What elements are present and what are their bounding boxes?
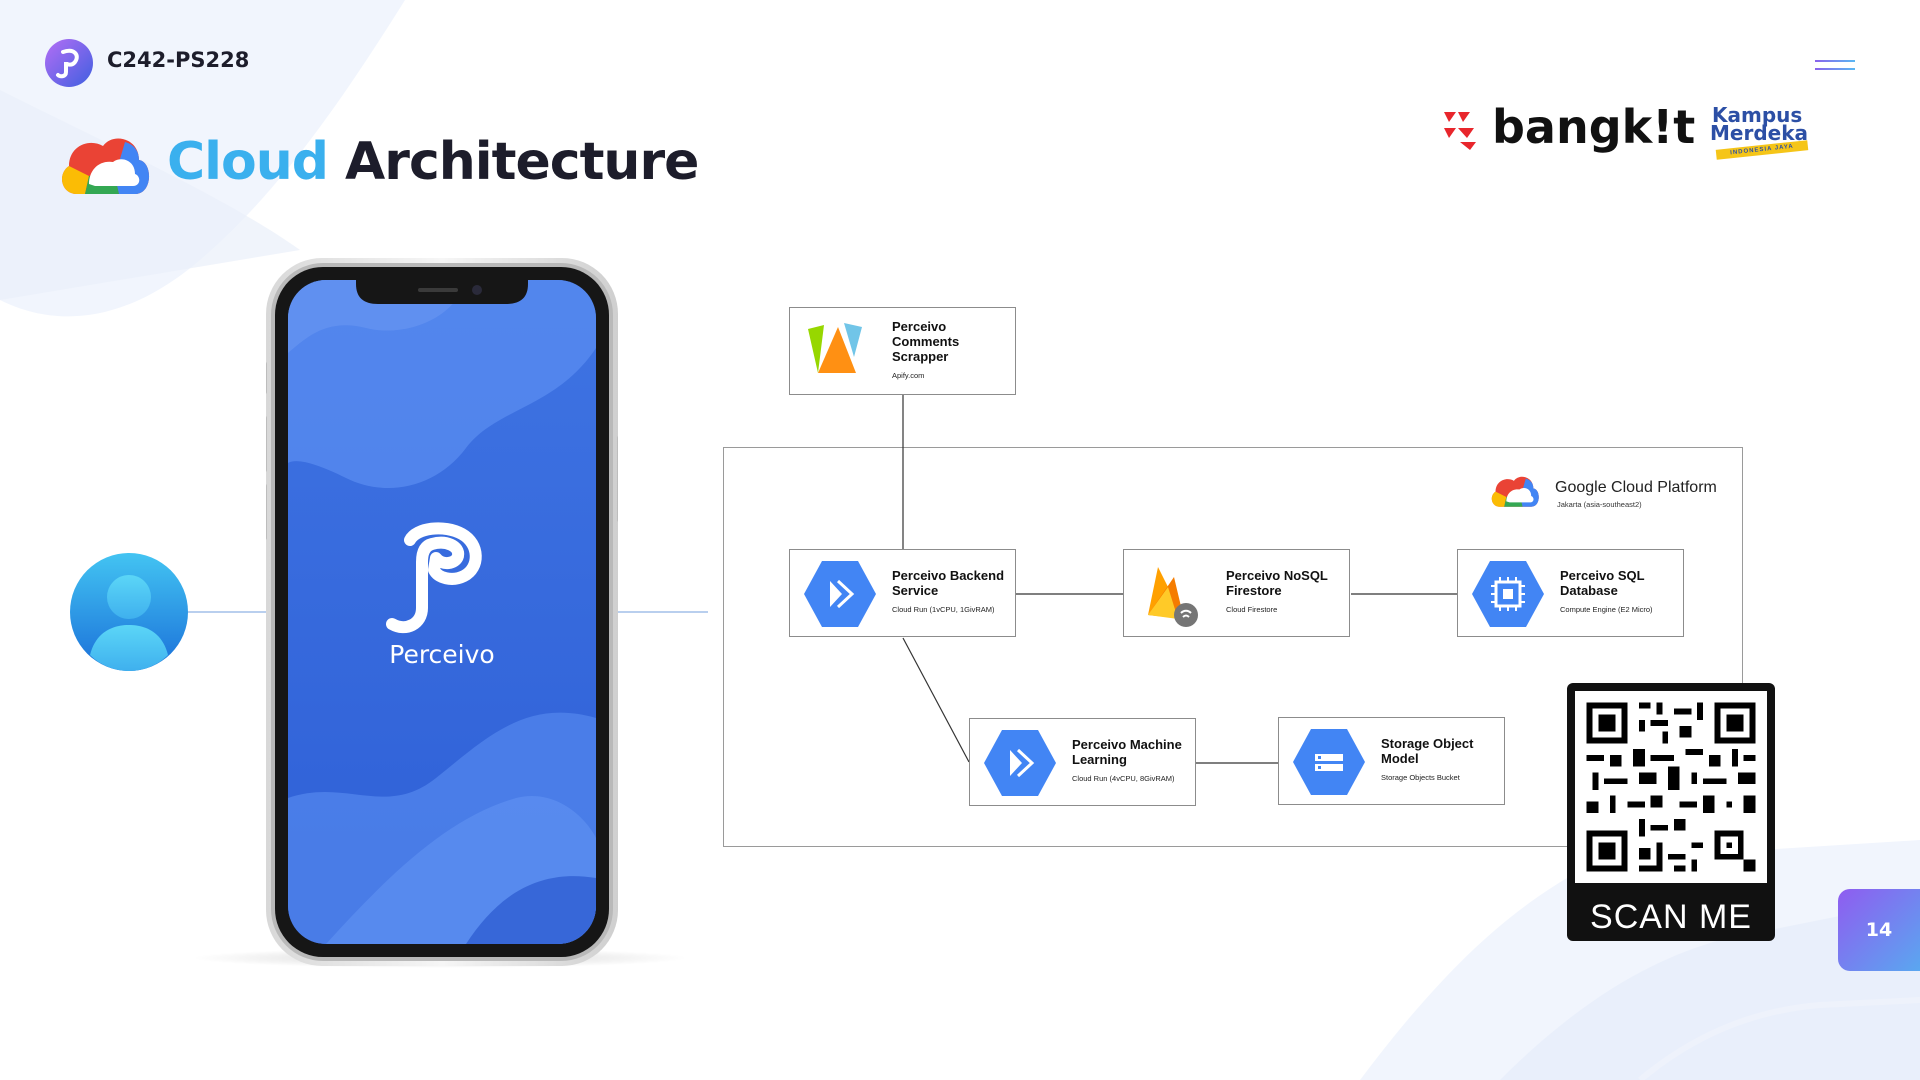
kampus-line2: Merdeka (1710, 121, 1809, 145)
title-highlight: Cloud (167, 132, 329, 192)
connector-user-phone (188, 611, 268, 613)
node-backend-sub: Cloud Run (1vCPU, 1GivRAM) (892, 605, 995, 614)
page-title: Cloud Architecture (167, 132, 699, 192)
kampus-merdeka-logo: Kampus Merdeka INDONESIA JAYA (1708, 105, 1818, 165)
node-backend-service[interactable]: Perceivo Backend Service Cloud Run (1vCP… (789, 549, 1016, 637)
node-storage-sub: Storage Objects Bucket (1381, 773, 1460, 782)
apify-icon (804, 317, 876, 387)
firebase-icon (1138, 559, 1210, 629)
gcp-logo-icon (1488, 468, 1542, 512)
connector-phone-cloud (616, 611, 708, 613)
node-storage-object[interactable]: Storage Object Model Storage Objects Buc… (1278, 717, 1505, 805)
node-storage-name: Storage Object Model (1381, 736, 1474, 766)
node-nosql-firestore[interactable]: Perceivo NoSQL Firestore Cloud Firestore (1123, 549, 1350, 637)
qr-code-image (1575, 691, 1767, 883)
gcp-boundary (723, 447, 1743, 847)
node-firestore-name: Perceivo NoSQL Firestore (1226, 568, 1328, 598)
qr-label: SCAN ME (1590, 898, 1752, 936)
bangkit-mark-icon (1444, 112, 1476, 150)
node-sql-database[interactable]: Perceivo SQL Database Compute Engine (E2… (1457, 549, 1684, 637)
node-ml-sub: Cloud Run (4vCPU, 8GivRAM) (1072, 774, 1175, 783)
node-sql-sub: Compute Engine (E2 Micro) (1560, 605, 1653, 614)
gcp-label: Google Cloud Platform (1555, 479, 1717, 496)
team-code: C242-PS228 (107, 48, 250, 72)
qr-code-card[interactable]: SCAN ME (1567, 683, 1775, 941)
team-logo (44, 38, 94, 88)
title-rest: Architecture (327, 132, 699, 192)
compute-engine-icon (1472, 559, 1544, 629)
cloud-run-icon (804, 559, 876, 629)
page-number: 14 (1838, 889, 1920, 971)
bangkit-wordmark: bangk!t (1492, 100, 1696, 154)
node-backend-name: Perceivo Backend Service (892, 568, 1005, 598)
node-scraper-name: Perceivo Comments Scrapper (892, 319, 960, 364)
phone-mockup: Perceivo (262, 258, 622, 966)
node-firestore-sub: Cloud Firestore (1226, 605, 1278, 614)
node-scraper-sub: Apify.com (892, 371, 925, 380)
node-comments-scraper[interactable]: Perceivo Comments Scrapper Apify.com (789, 307, 1016, 395)
node-machine-learning[interactable]: Perceivo Machine Learning Cloud Run (4vC… (969, 718, 1196, 806)
phone-app-name: Perceivo (389, 640, 495, 669)
menu-icon[interactable] (1815, 60, 1855, 76)
cloud-storage-icon (1293, 727, 1365, 797)
kampus-line1: Kampus (1712, 103, 1803, 127)
google-cloud-logo-icon (55, 124, 155, 202)
cloud-run-icon (984, 728, 1056, 798)
node-ml-name: Perceivo Machine Learning (1072, 737, 1182, 767)
user-avatar-icon (70, 553, 188, 671)
gcp-region: Jakarta (asia-southeast2) (1557, 500, 1642, 509)
node-sql-name: Perceivo SQL Database (1560, 568, 1645, 598)
